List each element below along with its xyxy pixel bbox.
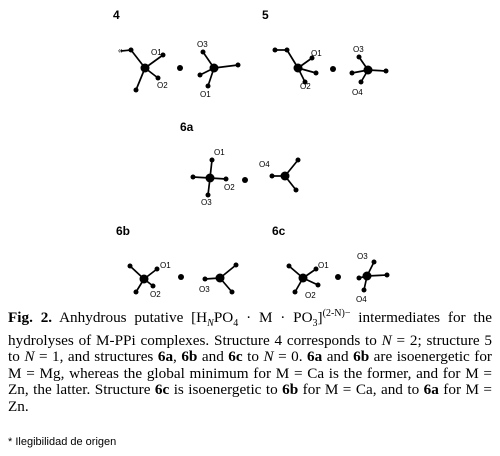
molecule-6a-left: O1 O2 O3	[190, 148, 235, 207]
caption-text: and	[322, 348, 354, 366]
atom-label: O1	[151, 48, 162, 57]
caption-text: intermediates for the hydrolyses of M-PP…	[8, 309, 492, 349]
caption-text: = 1, and structures	[34, 348, 158, 366]
panel-6a: 6a O1 O2 O3	[180, 120, 301, 207]
atom-label: O4	[259, 160, 270, 169]
atom-label: O2	[150, 290, 161, 299]
caption-text: are isoenergetic for M = Mg, whereas the…	[8, 348, 492, 399]
figure-molecular-structures: 4 « O1 O2	[113, 8, 390, 304]
caption-superscript: (2-N)−	[322, 308, 351, 319]
atom-label: O2	[224, 183, 235, 192]
caption-text: · M · PO	[238, 309, 313, 327]
atom-label: O2	[305, 291, 316, 300]
panel-6c: 6c O1 O2	[272, 224, 390, 304]
atom-label: O4	[356, 295, 367, 304]
metal-ion-6c	[335, 274, 341, 280]
caption-bold: 6a	[157, 348, 174, 366]
figure-caption: Fig. 2. Anhydrous putative [HNPO4 · M · …	[8, 306, 492, 416]
caption-subscript: 3	[312, 318, 318, 330]
atom-label: O3	[197, 40, 208, 49]
footnote: * Ilegibilidad de origen	[8, 436, 117, 448]
panel-label-5: 5	[262, 8, 269, 22]
atom-label: O2	[157, 81, 168, 90]
atom-label: O3	[357, 252, 368, 261]
panel-4: 4 « O1 O2	[113, 8, 241, 99]
molecule-4-left: « O1 O2	[118, 46, 168, 93]
atom-label: O1	[160, 261, 171, 270]
figure-label: Fig. 2.	[8, 309, 53, 327]
molecule-5-right: O3 O4	[349, 45, 389, 97]
caption-text: = 2; structure 5 to	[8, 331, 493, 366]
caption-text: and	[197, 348, 229, 366]
caption-italic: N	[263, 348, 274, 366]
atom-label: O3	[201, 198, 212, 207]
caption-text: PO	[213, 309, 234, 327]
atom-label: O3	[353, 45, 364, 54]
caption-text: ]	[317, 309, 323, 327]
panel-label-6c: 6c	[272, 224, 286, 238]
panel-6b: 6b O1 O2	[116, 224, 239, 299]
caption-bold: 6a	[423, 381, 439, 399]
caption-bold: 6b	[282, 381, 299, 399]
molecule-6a-right: O4	[259, 157, 301, 193]
atom-label: O1	[311, 49, 322, 58]
caption-text: Anhydrous putative [H	[52, 309, 208, 327]
molecule-4-right: O3 O1	[197, 40, 241, 99]
atom-label: O2	[300, 82, 311, 91]
atom-label: O1	[214, 148, 225, 157]
caption-bold: 6b	[353, 348, 370, 366]
metal-ion-6b	[178, 274, 184, 280]
panel-label-6b: 6b	[116, 224, 130, 238]
caption-subscript: 4	[233, 318, 239, 330]
svg-text:«: «	[118, 46, 123, 55]
molecule-6c-left: O1 O2	[286, 261, 329, 300]
caption-text: for M = Zn.	[8, 381, 492, 416]
atom-label: O3	[199, 285, 210, 294]
caption-text: is isoenergetic to	[169, 381, 283, 399]
molecule-6b-right: O3	[199, 262, 239, 295]
metal-ion-6a	[242, 177, 248, 183]
caption-subscript: N	[207, 318, 214, 330]
metal-ion-5	[330, 66, 336, 72]
panel-label-4: 4	[113, 8, 120, 22]
caption-bold: 6a	[307, 348, 323, 366]
caption-text: for M = Ca, and to	[298, 381, 424, 399]
caption-text: = 0.	[273, 348, 308, 366]
metal-ion-4	[177, 65, 183, 71]
molecule-6b-left: O1 O2	[127, 261, 171, 299]
atom-label: O4	[352, 88, 363, 97]
caption-bold: 6c	[228, 348, 243, 366]
caption-italic: N	[24, 348, 35, 366]
caption-bold: 6b	[181, 348, 198, 366]
atom-label: O1	[318, 261, 329, 270]
caption-bold: 6c	[154, 381, 170, 399]
caption-text: to	[242, 348, 264, 366]
panel-5: 5 O1 O2	[262, 8, 389, 97]
molecule-5-left: O1 O2	[272, 47, 322, 91]
molecule-6c-right: O3 O4	[356, 252, 390, 304]
caption-text: ,	[173, 348, 182, 366]
panel-label-6a: 6a	[180, 120, 194, 134]
atom-label: O1	[200, 90, 211, 99]
caption-italic: N	[381, 331, 392, 349]
